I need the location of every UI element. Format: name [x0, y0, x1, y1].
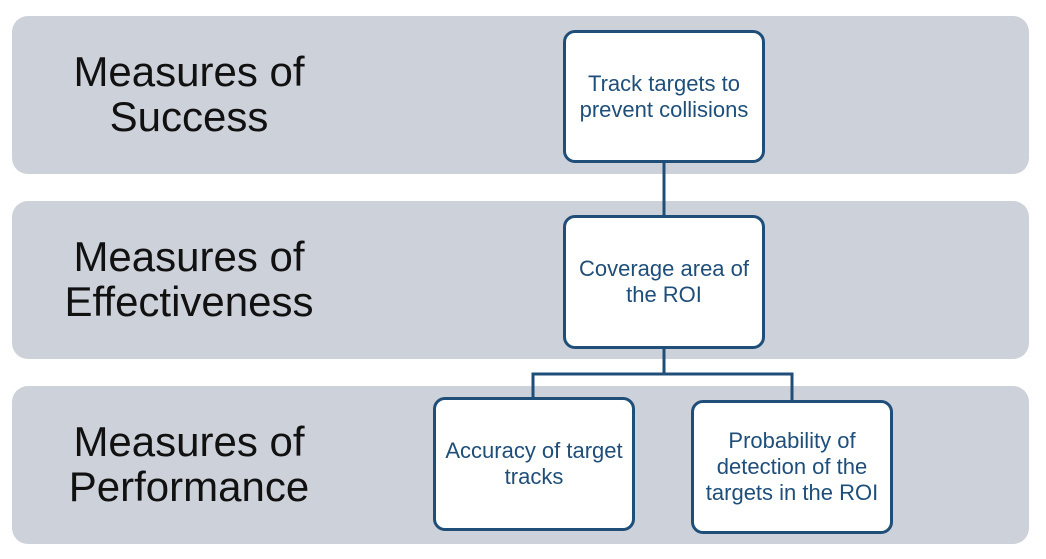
band-measures-of-success: Measures of Success	[12, 16, 1029, 174]
band-title-performance: Measures of Performance	[68, 418, 310, 510]
node-accuracy-label: Accuracy of target tracks	[445, 438, 623, 489]
node-probability-of-detection-label: Probability of detection of the targets …	[705, 428, 879, 505]
node-accuracy: Accuracy of target tracks	[433, 397, 635, 531]
node-coverage-area-label: Coverage area of the ROI	[579, 256, 749, 307]
node-coverage-area: Coverage area of the ROI	[563, 215, 765, 349]
node-probability-of-detection: Probability of detection of the targets …	[691, 400, 893, 534]
band-title-success: Measures of Success	[73, 48, 305, 140]
node-track-targets-label: Track targets to prevent collisions	[579, 70, 749, 122]
band-measures-of-effectiveness: Measures of Effectiveness	[12, 201, 1029, 359]
band-title-effectiveness: Measures of Effectiveness	[64, 233, 314, 325]
node-track-targets: Track targets to prevent collisions	[563, 30, 765, 163]
